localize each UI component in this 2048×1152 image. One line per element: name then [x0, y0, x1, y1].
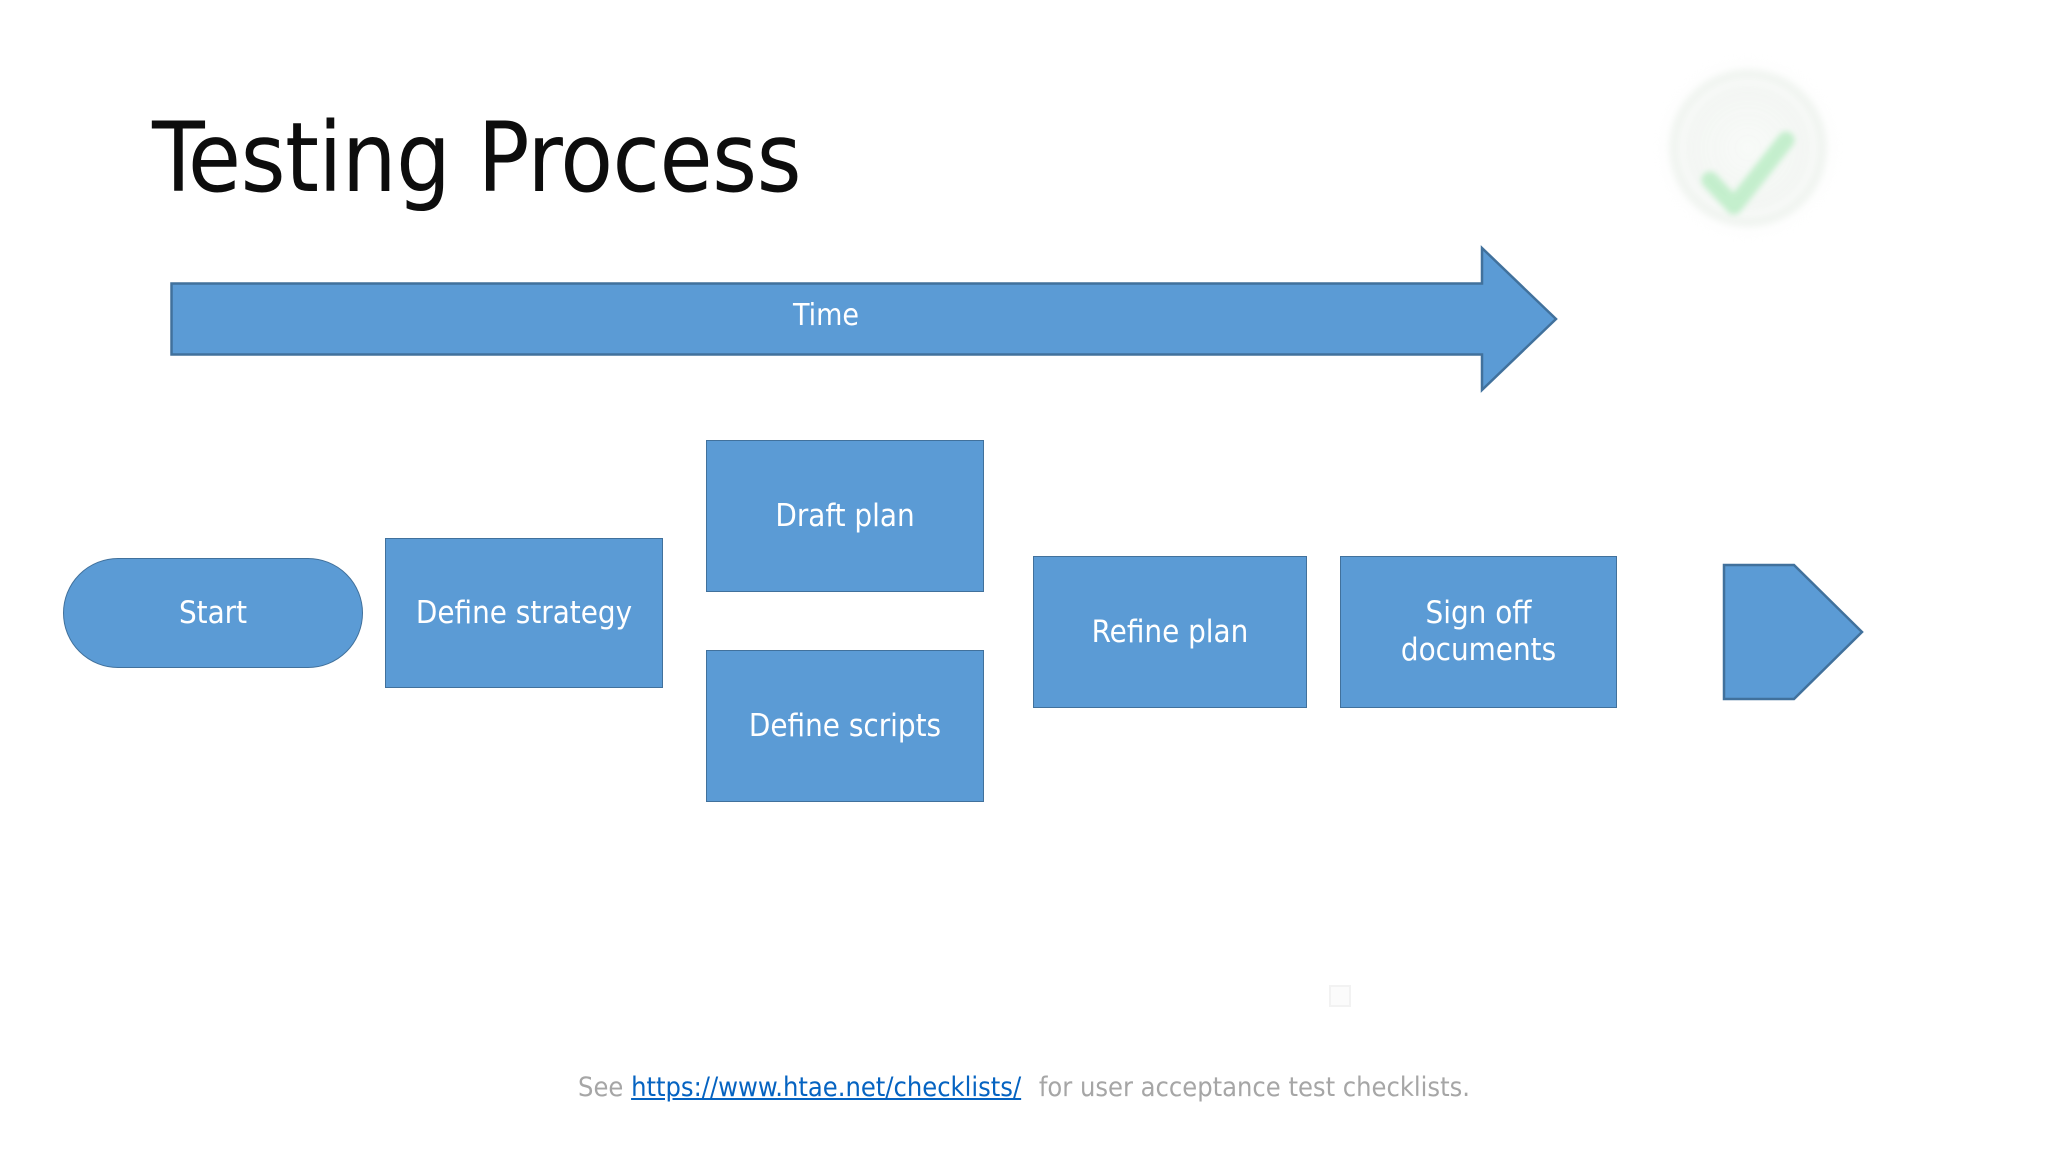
process-node-sign-off-documents[interactable]: Sign off documents	[1340, 556, 1617, 708]
check-circle-glyph	[1652, 52, 1844, 244]
footer-note: See https://www.htae.net/checklists/ for…	[0, 1072, 2048, 1103]
page-title: Testing Process	[152, 102, 802, 214]
right-arrow-icon	[170, 245, 1558, 393]
process-node-end-chevron[interactable]	[1722, 562, 1864, 702]
empty-square-placeholder	[1329, 985, 1351, 1007]
process-node-define-scripts[interactable]: Define scripts	[706, 650, 984, 802]
process-node-refine-plan[interactable]: Refine plan	[1033, 556, 1307, 708]
process-node-start[interactable]: Start	[63, 558, 363, 668]
footer-lead-text: See	[578, 1072, 624, 1103]
check-circle-icon	[1638, 48, 1858, 248]
time-arrow-shape	[170, 244, 1558, 394]
footer-tail-text: for user acceptance test checklists.	[1038, 1072, 1470, 1103]
process-node-draft-plan[interactable]: Draft plan	[706, 440, 984, 592]
chevron-right-icon	[1722, 563, 1864, 701]
process-node-define-strategy[interactable]: Define strategy	[385, 538, 663, 688]
checklists-link[interactable]: https://www.htae.net/checklists/	[631, 1072, 1022, 1103]
time-arrow-label: Time	[793, 298, 859, 333]
